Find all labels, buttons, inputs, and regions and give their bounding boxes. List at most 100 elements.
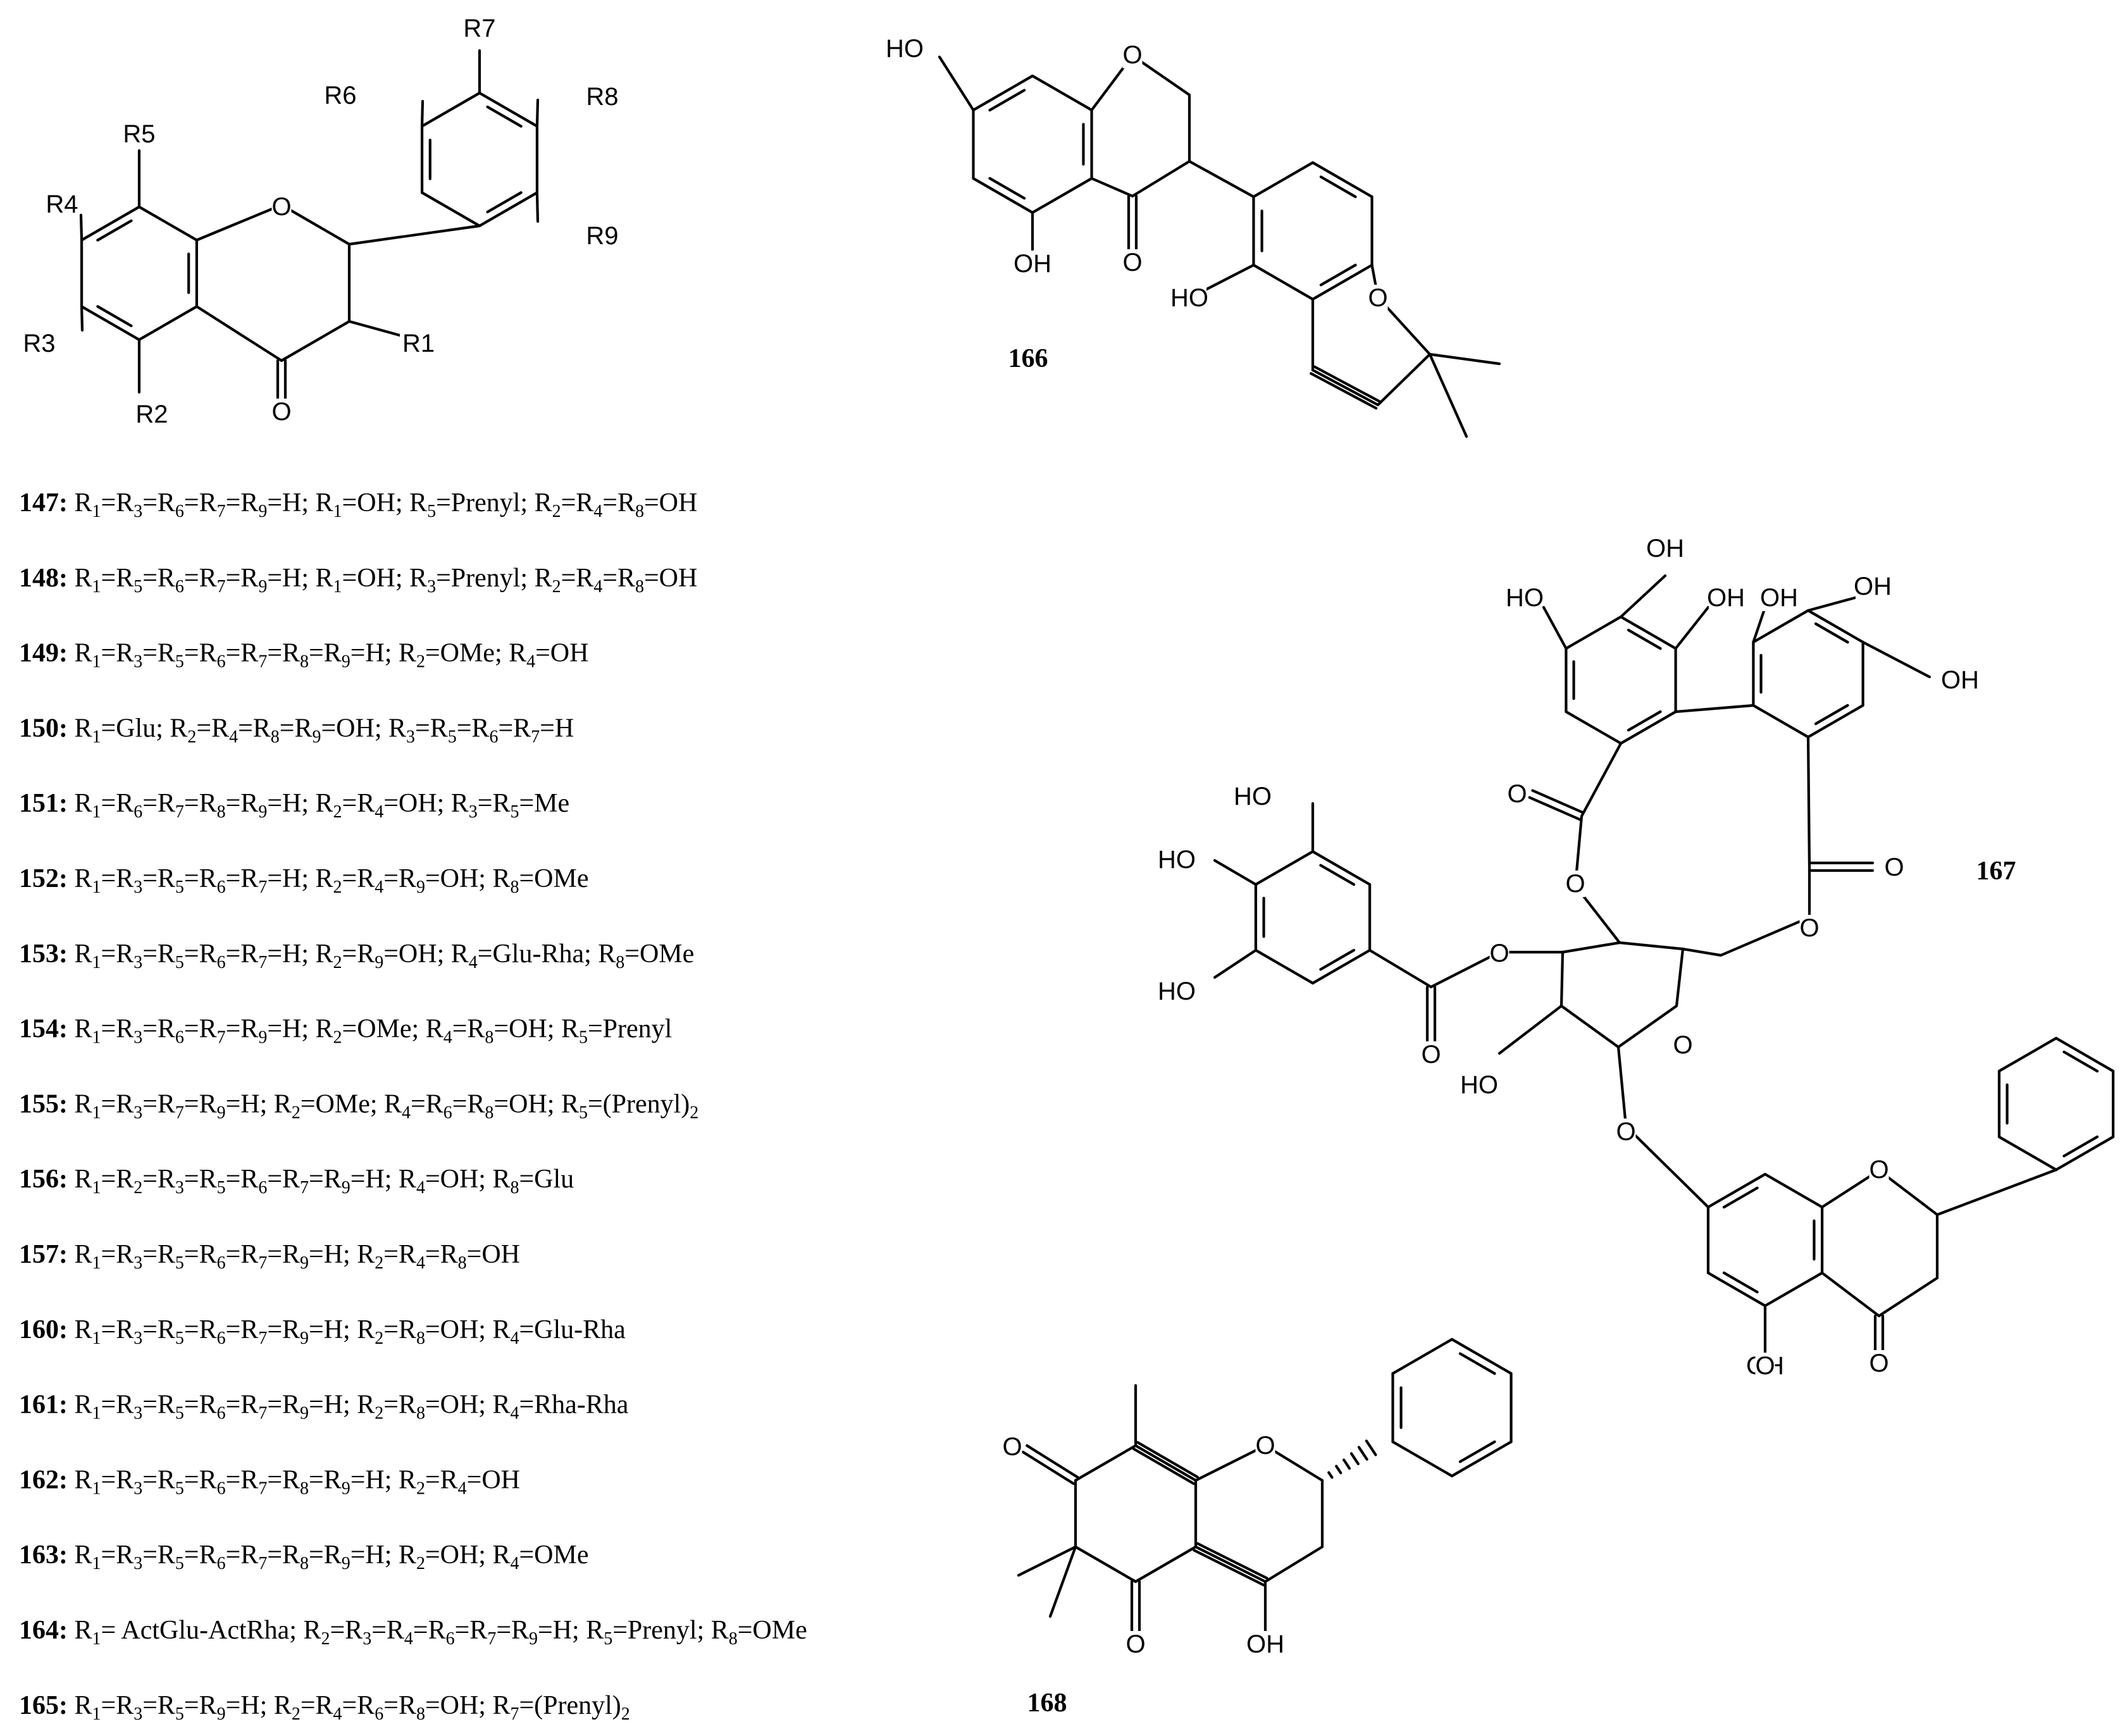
subscript: 1 xyxy=(92,502,101,521)
substituent-text: =R xyxy=(184,1541,217,1570)
flavanone-ring-a-bond xyxy=(1763,1172,1824,1209)
r4-bond xyxy=(79,213,84,242)
hhdp-ring-bond xyxy=(1806,704,1864,739)
stereo-wedge xyxy=(1365,1439,1377,1456)
ch2-bond xyxy=(1719,915,1811,957)
subscript: 8 xyxy=(300,1554,309,1573)
subscript: 4 xyxy=(416,1178,425,1198)
substituent-text: =OH; R xyxy=(383,789,469,818)
sugar-ring-bond xyxy=(1561,941,1622,954)
label-mask xyxy=(1709,585,1743,611)
subscript: 3 xyxy=(427,577,436,597)
subscript: 9 xyxy=(258,577,267,597)
carbonyl-oxygen-label: O xyxy=(1884,853,1904,881)
label-mask xyxy=(1122,42,1143,68)
alkene-bond xyxy=(1313,365,1381,403)
ring-oxygen-label: O xyxy=(1869,1156,1888,1184)
substituent-row: 157: R1​=R3​=R5​=R6​=R7​=R9​=H; R2​=R4​=… xyxy=(19,1240,520,1273)
flavanone-ring-c-bond xyxy=(1820,1271,1881,1318)
substituent-text: =H; R xyxy=(309,1315,375,1344)
aromatic-bond xyxy=(2062,1050,2099,1073)
subscript: 6 xyxy=(217,877,226,897)
substituent-text: =R xyxy=(101,939,134,969)
subscript: 3 xyxy=(133,502,142,521)
substituent-text: =R xyxy=(383,1240,416,1269)
ring-c-bond xyxy=(1090,177,1134,198)
subscript: 6 xyxy=(217,1253,226,1273)
hhdp-ring-bond xyxy=(1806,609,1864,644)
subscript: 2 xyxy=(621,1704,630,1724)
subscript: 1 xyxy=(92,577,101,597)
label-mask xyxy=(1368,285,1388,311)
substituent-text: =R xyxy=(142,1165,175,1194)
subscript: 3 xyxy=(133,877,142,897)
subscript: 5 xyxy=(175,1554,184,1573)
subscript: 1 xyxy=(92,652,101,672)
subscript: 1 xyxy=(92,1704,101,1724)
label-mask xyxy=(1160,978,1194,1005)
ester-bond xyxy=(1368,948,1433,989)
r9-label: R9 xyxy=(586,222,618,250)
label-mask xyxy=(585,84,619,110)
substituent-text: =R xyxy=(226,1465,259,1494)
substituent-text: =R xyxy=(184,564,217,593)
aromatic-bond xyxy=(1627,628,1662,650)
subscript: 2 xyxy=(333,877,342,897)
subscript: 7 xyxy=(531,727,540,747)
compound-number: 152: xyxy=(19,864,75,893)
substituent-text: R xyxy=(75,864,92,893)
aromatic-bond xyxy=(1319,948,1356,971)
substituent-text: R xyxy=(75,1315,92,1344)
substituent-text: =R xyxy=(425,1240,458,1269)
substituent-text: =R xyxy=(498,714,531,743)
label-mask xyxy=(1673,1032,1693,1058)
subscript: 2 xyxy=(375,1253,383,1273)
compound-number: 149: xyxy=(19,639,75,668)
substituent-text: =R xyxy=(561,488,594,518)
label-mask xyxy=(1755,1353,1775,1379)
subscript: 4 xyxy=(443,1028,452,1048)
subscript: 2 xyxy=(375,1329,383,1348)
subscript: 4 xyxy=(593,577,602,597)
substituent-text: =OMe xyxy=(624,939,694,969)
substituent-text: R xyxy=(75,488,92,518)
substituent-row: 155: R1​=R3​=R7​=R9​=H; R2​=OMe; R4​=R6​… xyxy=(19,1089,698,1122)
r8-bond xyxy=(535,98,540,128)
compound-number: 151: xyxy=(19,789,75,818)
substituent-text: R xyxy=(75,1541,92,1570)
substituent-text: =R xyxy=(101,1391,134,1420)
substituent-text: =R xyxy=(226,564,259,593)
bond-lines xyxy=(79,49,2115,1640)
subscript: 4 xyxy=(593,502,602,521)
subscript: 9 xyxy=(258,1028,267,1048)
stereo-wedge xyxy=(1335,1465,1343,1475)
aromatic-bond xyxy=(1814,622,1849,644)
hydroxyl-label: OH xyxy=(1646,535,1684,562)
substituent-text: =R xyxy=(457,714,490,743)
substituent-text: =R xyxy=(101,1165,134,1194)
hhdp-ring-bond xyxy=(1619,615,1677,650)
label-mask xyxy=(1255,1432,1275,1459)
quinone-ring-bond xyxy=(1074,1444,1138,1482)
substituent-text: =R xyxy=(184,639,217,668)
subscript: 5 xyxy=(175,1404,184,1423)
galloyl-ring-bond xyxy=(1311,850,1372,886)
hydroxyl-label: OH xyxy=(1014,250,1051,278)
label-mask xyxy=(585,223,619,249)
ester-bond xyxy=(1806,735,1811,869)
hydroxyl-label: OH xyxy=(1246,1630,1284,1658)
subscript: 4 xyxy=(526,652,535,672)
substituent-text: =R xyxy=(142,1089,175,1119)
flavanone-ring-c-bond xyxy=(1877,1276,1939,1318)
substituent-text: =OH; R xyxy=(342,564,428,593)
subscript: 6 xyxy=(217,652,226,672)
subscript: 7 xyxy=(258,1554,267,1573)
carbonyl-bond xyxy=(1021,1450,1075,1485)
substituent-text: =Prenyl; R xyxy=(612,1616,729,1645)
phenyl-ring-bond xyxy=(2054,1036,2115,1073)
substituent-text: =R xyxy=(383,1691,416,1720)
subscript: 4 xyxy=(458,1479,467,1498)
ring-b-bond xyxy=(420,91,481,128)
alkene-bond xyxy=(1310,372,1378,410)
subscript: 4 xyxy=(469,953,478,972)
